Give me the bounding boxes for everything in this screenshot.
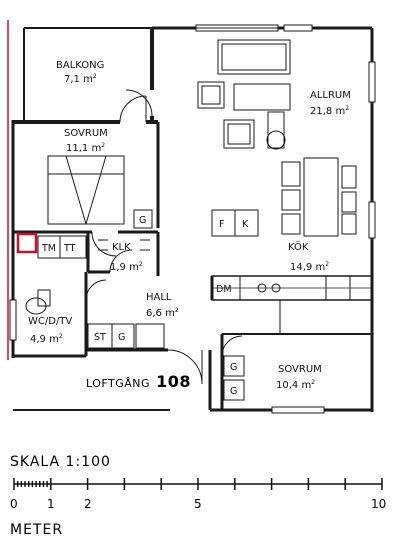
- scale-unit: METER: [10, 522, 63, 538]
- room-name-klk: KLK: [112, 242, 131, 253]
- room-name-sovrum-1: SOVRUM: [64, 128, 108, 139]
- room-name-hall: HALL: [146, 292, 172, 303]
- red-marker: [16, 232, 38, 254]
- room-labels: BALKONG 7,1 m2 ALLRUM 21,8 m2 SOVRUM 11,…: [28, 60, 351, 391]
- loftgang-label: LOFTGÅNG 108: [86, 372, 191, 391]
- fixture-g-hall: G: [118, 332, 125, 343]
- room-name-kok: KÖK: [288, 240, 309, 253]
- room-area-kok: 14,9 m2: [290, 261, 329, 273]
- room-area-allrum: 21,8 m2: [310, 105, 349, 117]
- room-area-hall: 6,6 m2: [146, 307, 179, 319]
- scale-label-1: 1: [47, 497, 55, 511]
- fixture-st: ST: [94, 332, 106, 343]
- fixture-k: K: [242, 219, 249, 230]
- room-area-klk: 1,9 m2: [110, 261, 143, 273]
- scale-label-5: 5: [194, 497, 202, 511]
- scale-title: SKALA 1:100: [10, 454, 111, 470]
- room-name-balkong: BALKONG: [56, 60, 104, 71]
- fixture-tm: TM: [41, 243, 56, 254]
- room-name-sovrum-2: SOVRUM: [278, 364, 322, 375]
- scale-bar: SKALA 1:100 0 1 2 5 10 METER: [10, 454, 386, 538]
- furniture: [25, 39, 357, 349]
- scale-label-10: 10: [371, 497, 386, 511]
- room-name-wc: WC/D/TV: [28, 316, 72, 327]
- room-area-sovrum-2: 10,4 m2: [276, 379, 315, 391]
- fixture-boxes: [37, 209, 259, 401]
- fixture-g-bedroom: G: [139, 215, 146, 226]
- walls: [11, 26, 374, 412]
- room-area-wc: 4,9 m2: [30, 333, 63, 345]
- scale-label-2: 2: [84, 497, 92, 511]
- scale-label-0: 0: [10, 497, 18, 511]
- fixture-g-sovrum-2: G: [230, 386, 237, 397]
- fixture-tt: TT: [63, 243, 76, 254]
- fixture-dm: DM: [216, 284, 232, 295]
- windows: [9, 24, 376, 414]
- fixture-f: F: [219, 219, 224, 230]
- scale-ticks: [13, 478, 383, 490]
- fixture-g-sovrum-1: G: [230, 362, 237, 373]
- room-area-sovrum-1: 11,1 m2: [66, 142, 105, 154]
- room-name-allrum: ALLRUM: [310, 90, 351, 101]
- doors: [85, 89, 243, 385]
- room-area-balkong: 7,1 m2: [64, 73, 97, 85]
- fixture-labels: G F K TM TT DM ST G G G: [41, 215, 249, 397]
